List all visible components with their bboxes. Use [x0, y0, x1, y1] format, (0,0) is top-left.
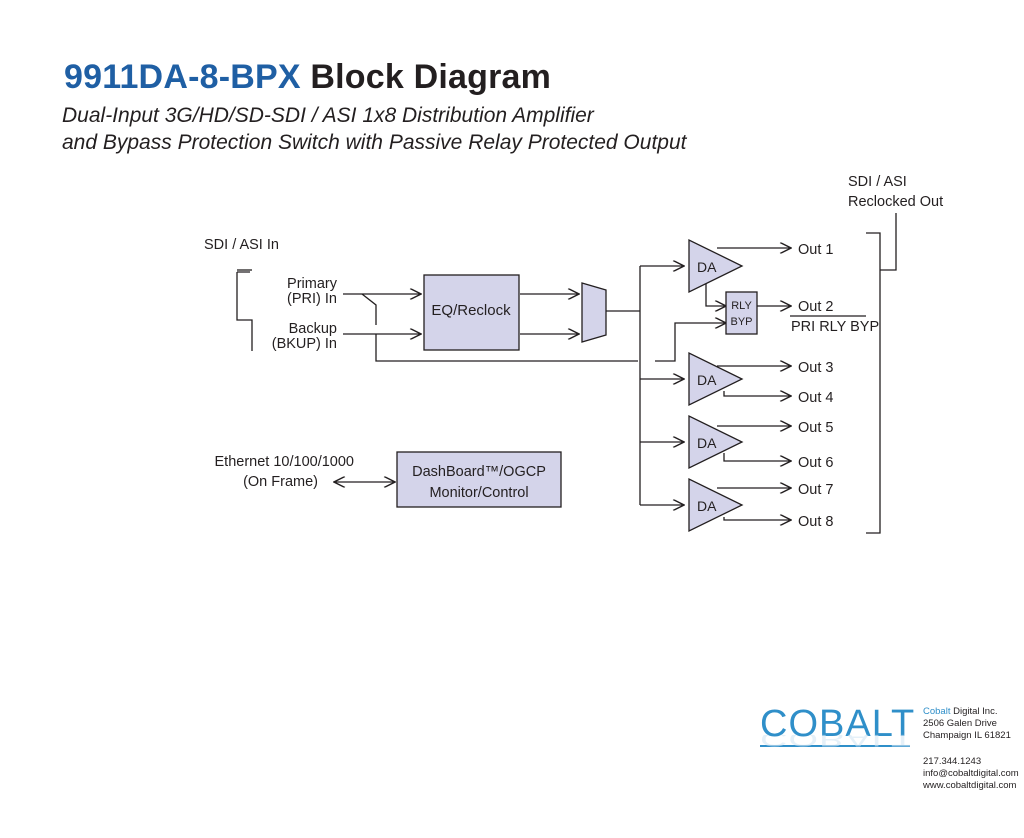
- ethernet-label-2: (On Frame): [243, 474, 318, 490]
- switch-mux: [581, 282, 607, 343]
- subtitle-line-1: Dual-Input 3G/HD/SD-SDI / ASI 1x8 Distri…: [62, 104, 594, 127]
- backup-label-2: (BKUP) In: [272, 336, 337, 352]
- company-name-brand: Cobalt: [923, 706, 951, 717]
- out-5-label: Out 5: [798, 420, 833, 436]
- primary-label-2: (PRI) In: [287, 291, 337, 307]
- pri-rly-byp-label: PRI RLY BYP: [791, 319, 879, 335]
- primary-label-1: Primary: [287, 276, 338, 292]
- primary-switch-stub: [361, 293, 377, 325]
- out-7-label: Out 7: [798, 482, 833, 498]
- input-bracket: [236, 271, 253, 351]
- out-4-label: Out 4: [798, 390, 833, 406]
- relay-bypass-box: [725, 291, 758, 335]
- cobalt-logo: COBALT COBALT: [760, 703, 916, 769]
- logo-underline: [760, 745, 910, 747]
- relay-bypass-line: [655, 323, 725, 362]
- da-label-4: DA: [697, 498, 717, 514]
- title-model: 9911DA-8-BPX: [64, 58, 301, 96]
- logo-wordmark: COBALT: [760, 703, 916, 745]
- page-title: 9911DA-8-BPX Block Diagram: [64, 58, 551, 97]
- out-8-label: Out 8: [798, 514, 833, 530]
- logo-reflection: COBALT: [760, 734, 910, 747]
- sdi-in-label: SDI / ASI In: [204, 237, 279, 253]
- reclocked-label-2: Reclocked Out: [848, 194, 943, 210]
- eq-reclock-label: EQ/Reclock: [431, 302, 511, 319]
- out-3-label: Out 3: [798, 360, 833, 376]
- relay-label-1: RLY: [731, 300, 752, 312]
- dashboard-label-1: DashBoard™/OGCP: [412, 464, 546, 480]
- da-label-2: DA: [697, 372, 717, 388]
- company-name: Cobalt Digital Inc.: [923, 706, 1019, 718]
- eq-reclock-box: [423, 274, 520, 351]
- da-amplifier-1: [688, 238, 744, 294]
- out-2-label: Out 2: [798, 299, 833, 315]
- reclocked-label-1: SDI / ASI: [848, 174, 907, 190]
- da-amplifier-4: [688, 477, 744, 533]
- backup-label-1: Backup: [289, 321, 337, 337]
- company-address-1: 2506 Galen Drive: [923, 718, 997, 729]
- da-amplifier-2: [688, 351, 744, 407]
- da-label-1: DA: [697, 259, 717, 275]
- company-name-rest: Digital Inc.: [950, 706, 998, 717]
- out-1-label: Out 1: [798, 242, 833, 258]
- out-6-label: Out 6: [798, 455, 833, 471]
- company-web[interactable]: www.cobaltdigital.com: [923, 780, 1017, 791]
- output-bracket: [866, 213, 897, 534]
- company-phone: 217.344.1243: [923, 756, 982, 767]
- relay-label-2: BYP: [730, 316, 752, 328]
- da-label-3: DA: [697, 435, 717, 451]
- dashboard-label-2: Monitor/Control: [429, 485, 528, 501]
- ethernet-label-1: Ethernet 10/100/1000: [215, 454, 354, 470]
- da-amplifier-3: [688, 414, 744, 470]
- company-contact: Cobalt Digital Inc. 2506 Galen Drive Cha…: [923, 706, 1019, 792]
- title-rest: Block Diagram: [310, 58, 552, 96]
- dashboard-box: [396, 451, 562, 508]
- company-address-2: Champaign IL 61821: [923, 730, 1011, 741]
- subtitle-line-2: and Bypass Protection Switch with Passiv…: [62, 131, 687, 154]
- bypass-feed-line: [375, 334, 638, 362]
- company-email[interactable]: info@cobaltdigital.com: [923, 768, 1019, 779]
